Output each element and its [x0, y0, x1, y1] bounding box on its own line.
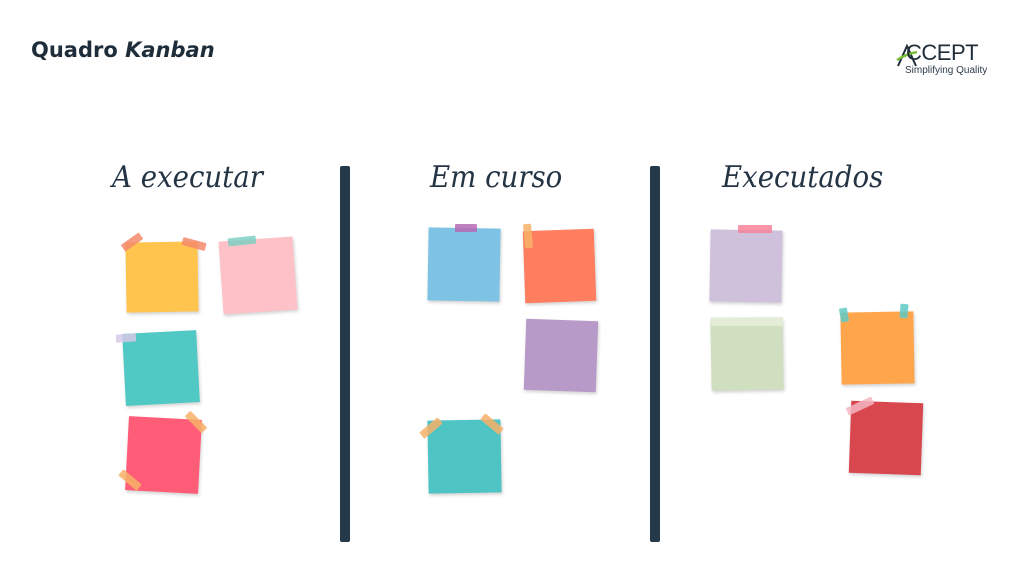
- column-divider: [650, 166, 660, 542]
- sticky-note[interactable]: [125, 241, 199, 313]
- tape-strip: [522, 223, 534, 249]
- sticky-note[interactable]: [709, 229, 783, 303]
- sticky-note[interactable]: [848, 400, 924, 476]
- sticky-note[interactable]: [710, 317, 784, 391]
- tape-strip: [899, 303, 909, 319]
- tape-strip: [115, 333, 137, 343]
- sticky-note[interactable]: [522, 228, 597, 304]
- sticky-note[interactable]: [218, 236, 298, 315]
- sticky-note[interactable]: [840, 311, 915, 385]
- page-title: Quadro Kanban: [31, 38, 215, 62]
- sticky-note[interactable]: [427, 419, 502, 494]
- logo-wordmark: CCEPT: [906, 40, 979, 65]
- sticky-note[interactable]: [523, 318, 599, 393]
- column-header-todo: A executar: [112, 160, 263, 195]
- logo-swoosh-icon: [896, 44, 918, 67]
- accept-logo: CCEPT Simplifying Quality: [896, 40, 996, 80]
- tape-strip: [738, 225, 772, 233]
- sticky-note[interactable]: [427, 227, 501, 302]
- column-header-done: Executados: [722, 160, 884, 195]
- tape-strip: [838, 307, 850, 323]
- tape-strip: [711, 317, 783, 326]
- column-divider: [340, 166, 350, 542]
- sticky-note[interactable]: [122, 330, 200, 406]
- logo-tagline: Simplifying Quality: [905, 65, 988, 76]
- tape-strip: [455, 224, 477, 232]
- column-header-doing: Em curso: [430, 160, 563, 195]
